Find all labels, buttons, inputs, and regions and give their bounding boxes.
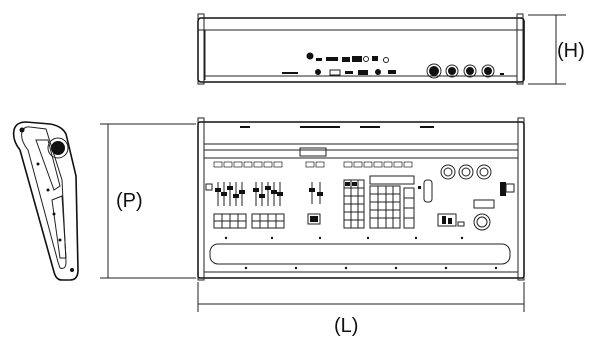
depth-label: (P) [116, 190, 143, 212]
side-view [12, 121, 79, 281]
wrist-rest [209, 243, 511, 265]
rear-view [197, 13, 525, 85]
length-label: (L) [334, 315, 358, 337]
flash-button-grid [213, 213, 321, 229]
encoders [437, 164, 515, 231]
fader-bank [205, 182, 323, 206]
top-button-row [213, 161, 413, 168]
length-dimension: (L) [197, 282, 525, 337]
keypad-grid [343, 175, 433, 229]
height-dimension: (H) [528, 14, 585, 85]
depth-dimension: (P) [100, 123, 196, 279]
height-label: (H) [557, 40, 585, 62]
screw-dots [224, 236, 498, 270]
top-view [197, 117, 525, 281]
